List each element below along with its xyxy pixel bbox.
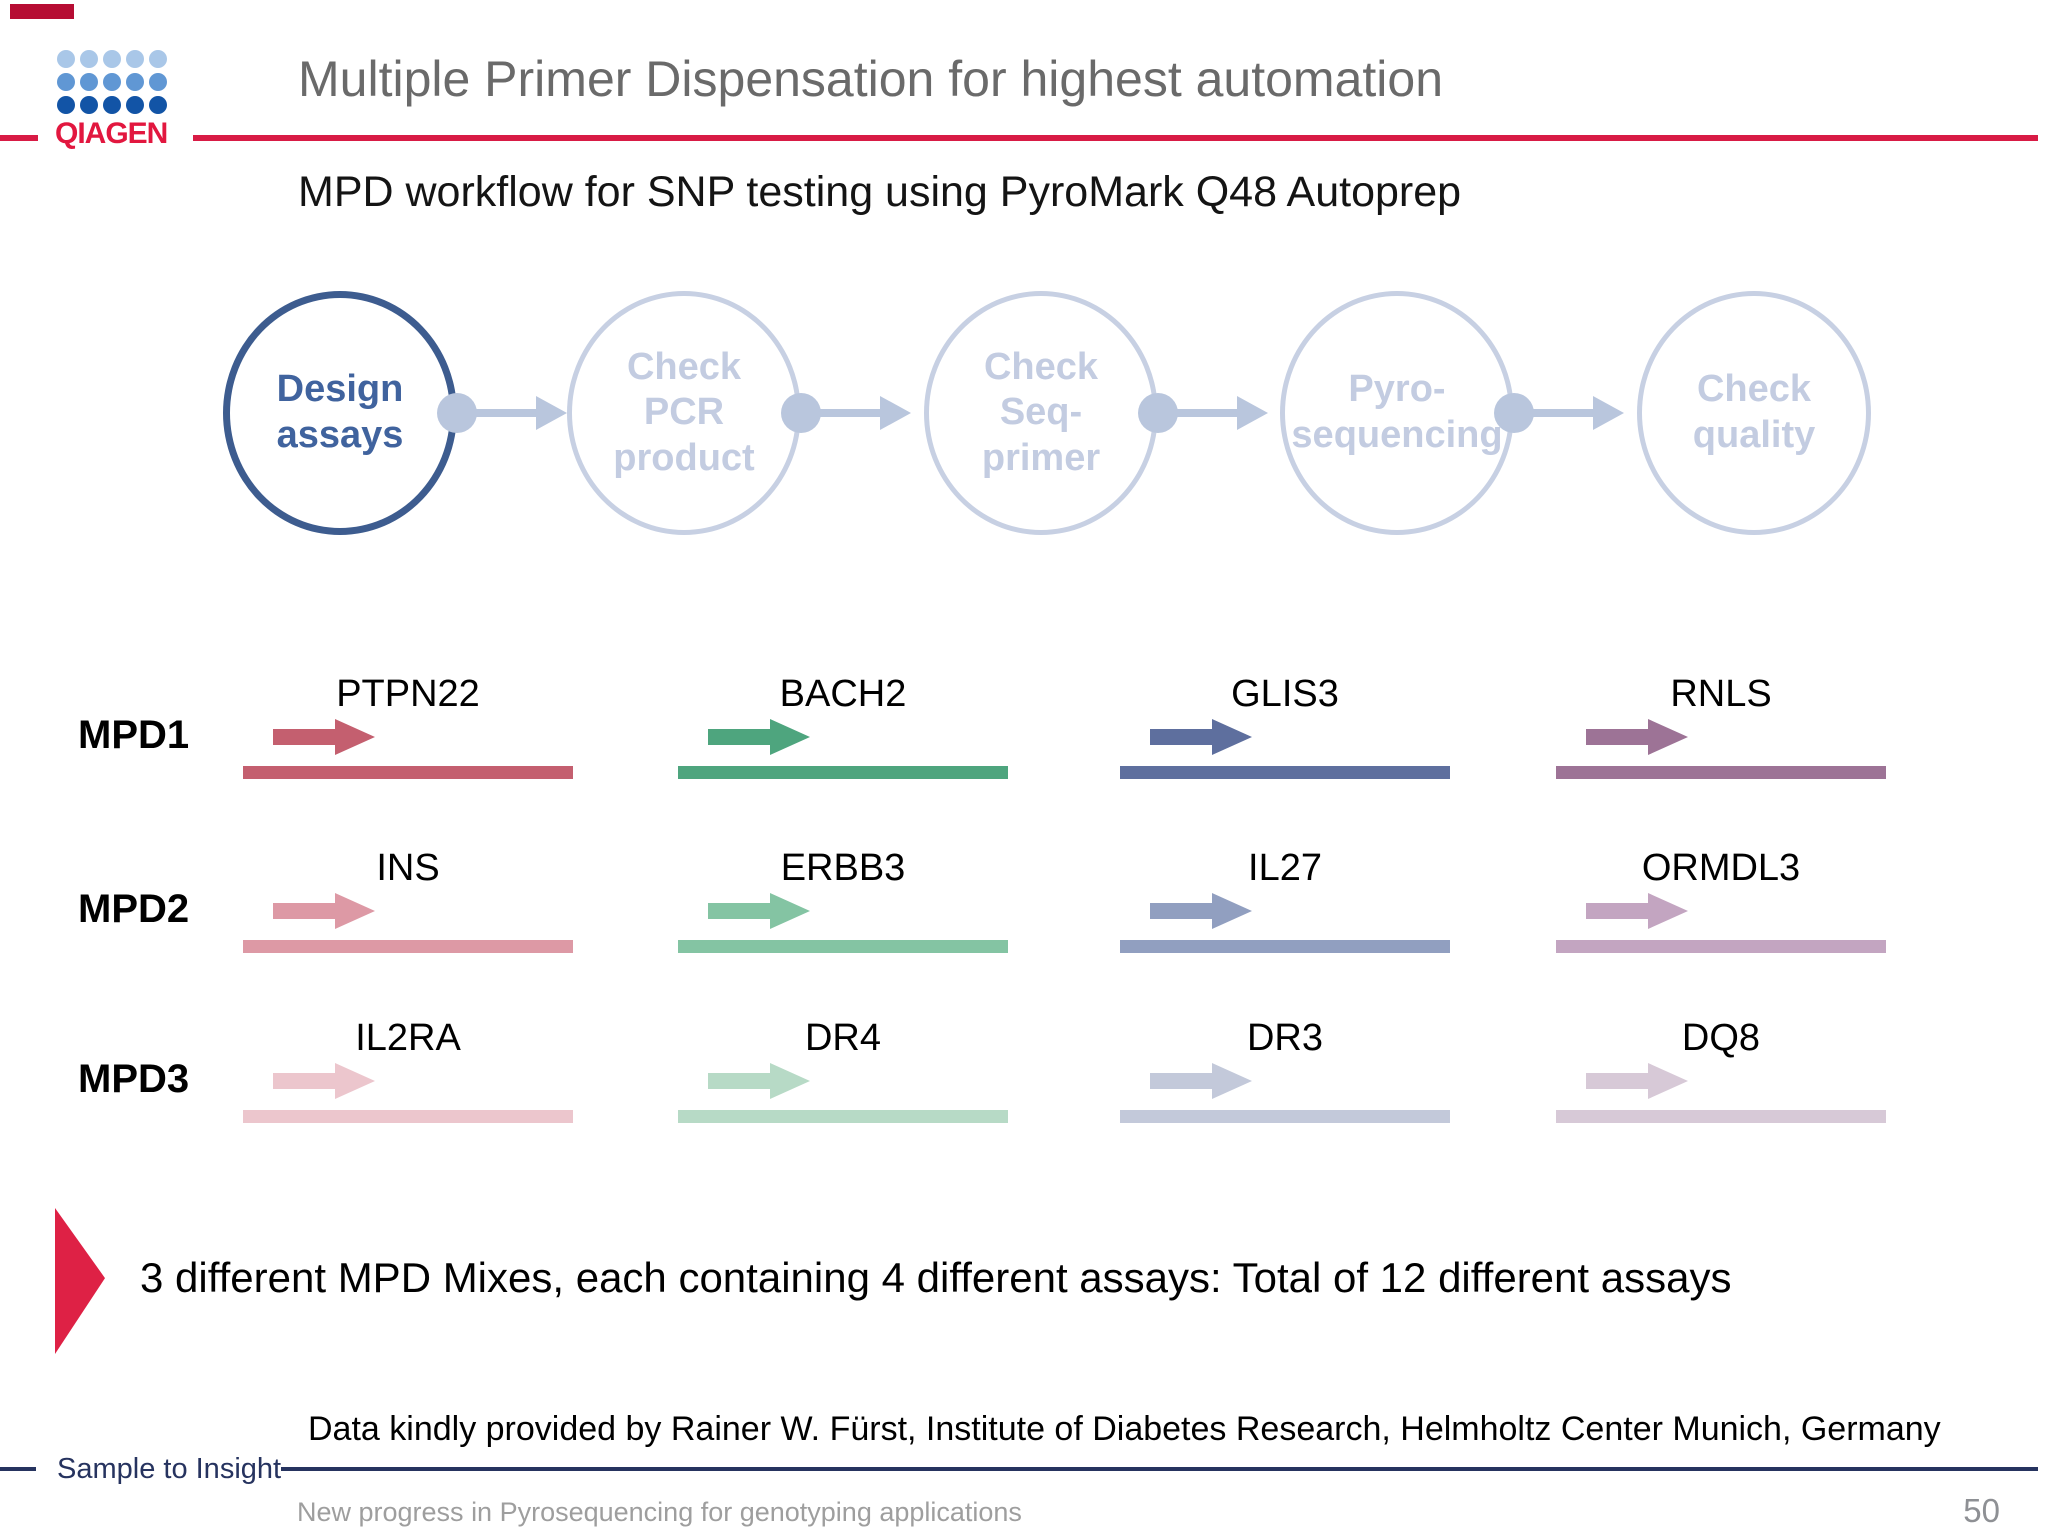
page-title: Multiple Primer Dispensation for highest… <box>298 51 1443 107</box>
primer-arrow-and-template-bar-icon <box>678 893 1008 953</box>
workflow-connector-arrow-icon <box>1138 393 1268 433</box>
workflow-step-pyrosequencing: Pyro- sequencing <box>1280 291 1514 535</box>
mpd1-row-label: MPD1 <box>78 713 190 757</box>
gene-label: RNLS <box>1670 673 1772 715</box>
primer-arrow-and-template-bar-icon <box>1120 719 1450 779</box>
primer-arrow-and-template-bar-icon <box>678 719 1008 779</box>
workflow-connector-arrow-icon <box>781 393 911 433</box>
page-number: 50 <box>1963 1492 2000 1529</box>
primer-arrow-and-template-bar-icon <box>1556 719 1886 779</box>
gene-label: BACH2 <box>779 673 907 715</box>
assay-cell: IL27 <box>1120 847 1450 957</box>
assay-cell: ERBB3 <box>678 847 1008 957</box>
qiagen-logo-text: QIAGEN <box>55 117 168 150</box>
workflow-step-label: Pyro- sequencing <box>1291 368 1503 456</box>
workflow-step-label: Check PCR product <box>613 345 755 479</box>
assay-cell: ORMDL3 <box>1556 847 1886 957</box>
gene-label: INS <box>376 847 440 889</box>
data-credit-text: Data kindly provided by Rainer W. Fürst,… <box>308 1410 1941 1448</box>
gene-label: DQ8 <box>1681 1017 1761 1059</box>
gene-label: IL2RA <box>355 1017 461 1059</box>
workflow-connector-arrow-icon <box>437 393 567 433</box>
assay-cell: DR4 <box>678 1017 1008 1127</box>
workflow-step-check-pcr-product: Check PCR product <box>567 291 801 535</box>
header-rule-left <box>0 135 38 141</box>
sample-to-insight-tagline: Sample to Insight <box>57 1453 282 1485</box>
gene-label: IL27 <box>1248 847 1322 889</box>
workflow-step-design-assays: Design assays <box>223 291 457 535</box>
primer-arrow-and-template-bar-icon <box>678 1063 1008 1123</box>
qiagen-logo: QIAGEN <box>55 50 185 151</box>
assay-cell: RNLS <box>1556 673 1886 783</box>
top-left-red-box <box>10 4 74 19</box>
footer-rule-main <box>281 1467 2038 1471</box>
qiagen-logo-dots-icon <box>57 50 185 114</box>
workflow-step-check-seq-primer: Check Seq- primer <box>924 291 1158 535</box>
assay-cell: GLIS3 <box>1120 673 1450 783</box>
primer-arrow-and-template-bar-icon <box>243 1063 573 1123</box>
assay-cell: IL2RA <box>243 1017 573 1127</box>
presentation-footer-title: New progress in Pyrosequencing for genot… <box>297 1497 1022 1527</box>
assay-cell: INS <box>243 847 573 957</box>
red-triangle-bullet-icon <box>55 1208 105 1354</box>
workflow-step-label: Check Seq- primer <box>981 345 1101 479</box>
primer-arrow-and-template-bar-icon <box>1120 1063 1450 1123</box>
primer-arrow-and-template-bar-icon <box>1556 1063 1886 1123</box>
mpd3-row-label: MPD3 <box>78 1057 190 1101</box>
primer-arrow-and-template-bar-icon <box>1556 893 1886 953</box>
gene-label: PTPN22 <box>336 673 480 715</box>
primer-arrow-and-template-bar-icon <box>243 893 573 953</box>
summary-text: 3 different MPD Mixes, each containing 4… <box>140 1254 1732 1301</box>
footer-rule-left <box>0 1467 36 1471</box>
gene-label: DR3 <box>1246 1017 1324 1059</box>
gene-label: ERBB3 <box>780 847 906 889</box>
workflow-step-label: Check quality <box>1692 368 1816 456</box>
gene-label: GLIS3 <box>1231 673 1339 715</box>
primer-arrow-and-template-bar-icon <box>243 719 573 779</box>
mpd2-row-label: MPD2 <box>78 887 190 931</box>
header-rule-right <box>193 135 2038 141</box>
primer-arrow-and-template-bar-icon <box>1120 893 1450 953</box>
page-subtitle: MPD workflow for SNP testing using PyroM… <box>298 168 1462 216</box>
workflow-step-label: Design assays <box>276 368 404 456</box>
assay-cell: DQ8 <box>1556 1017 1886 1127</box>
assay-cell: DR3 <box>1120 1017 1450 1127</box>
assay-cell: BACH2 <box>678 673 1008 783</box>
workflow-step-check-quality: Check quality <box>1637 291 1871 535</box>
gene-label: DR4 <box>804 1017 882 1059</box>
workflow-connector-arrow-icon <box>1494 393 1624 433</box>
gene-label: ORMDL3 <box>1641 847 1801 889</box>
assay-cell: PTPN22 <box>243 673 573 783</box>
